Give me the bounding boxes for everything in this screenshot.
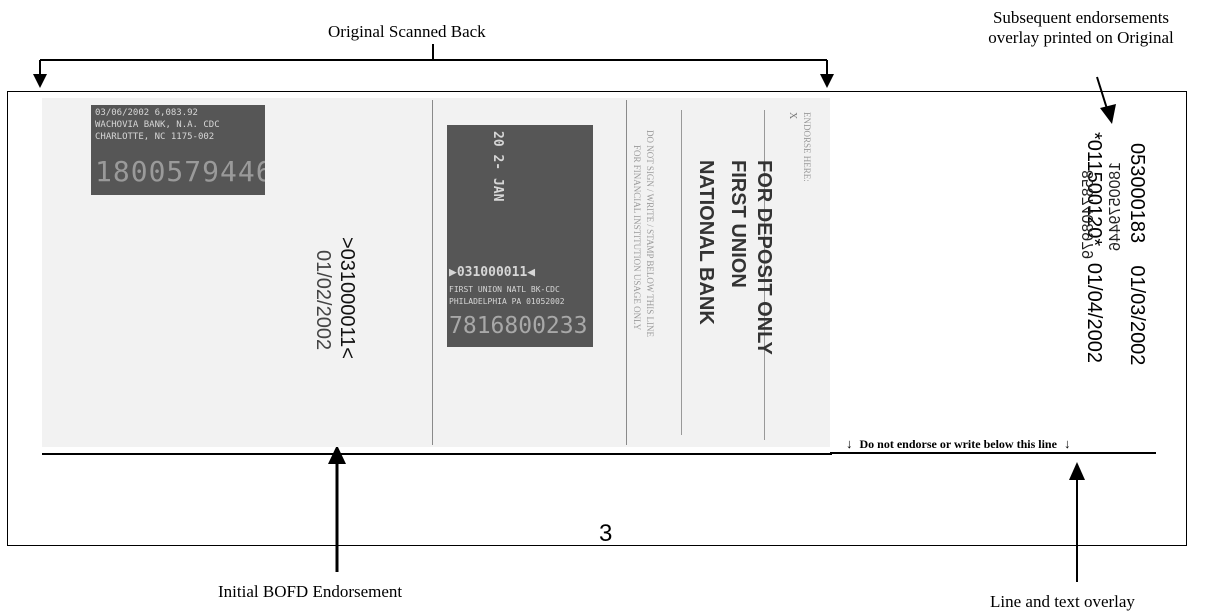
financial-institution-usage-text: FOR FINANCIAL INSTITUTION USAGE ONLY	[632, 145, 642, 331]
caption-initial-bofd: Initial BOFD Endorsement	[218, 582, 403, 601]
scan-divider-3	[681, 110, 682, 435]
stamp2-routing: ▶031000011◀	[449, 265, 536, 280]
endorse-here-label: ENDORSE HERE:	[802, 112, 812, 182]
overlay-endorse-line	[830, 452, 1156, 454]
stamp1-line1: 03/06/2002 6,083.92	[95, 108, 198, 118]
caption-subsequent-line2: overlay printed on Original	[988, 28, 1174, 47]
endorsement-first-union: FIRST UNION	[727, 160, 749, 288]
endorsement-national-bank: NATIONAL BANK	[695, 160, 717, 325]
down-arrow-icon: ↓	[846, 436, 853, 451]
scan-divider-1	[432, 100, 433, 445]
caption-subsequent-endorsements: Subsequent endorsements overlay printed …	[950, 8, 1212, 48]
bank-stamp-wachovia: 03/06/2002 6,083.92 WACHOVIA BANK, N.A. …	[91, 105, 265, 195]
scan-bottom-line	[42, 453, 832, 455]
caption-subsequent-line1: Subsequent endorsements	[992, 8, 1170, 27]
bank-stamp-first-union: 20 2- JAN ▶031000011◀ FIRST UNION NATL B…	[447, 125, 593, 347]
stamp-below-line-text: DO NOT SIGN / WRITE / STAMP BELOW THIS L…	[645, 130, 655, 338]
overlay-arrowhead	[1069, 462, 1085, 480]
caption-original-scanned-back: Original Scanned Back	[328, 22, 486, 41]
bofd-arrowhead	[328, 445, 346, 464]
subsequent-mirror-2: 8587408979	[1080, 170, 1097, 259]
subsequent-endorsement-1: 053000183 01/03/2002	[1126, 143, 1148, 366]
bofd-routing: >031000011<	[336, 237, 358, 359]
bracket-right-arrowhead	[820, 74, 834, 88]
subsequent-mirror-1: 1800579446	[1107, 162, 1124, 251]
subsequent-arrowhead	[1100, 104, 1116, 124]
stamp2-number: 7816800233	[449, 313, 588, 339]
stamp1-line3: CHARLOTTE, NC 1175-002	[95, 132, 215, 142]
stamp2-line3: PHILADELPHIA PA 01052002	[449, 297, 565, 306]
do-not-endorse-text: Do not endorse or write below this line	[859, 437, 1057, 451]
page-number: 3	[599, 520, 613, 547]
bracket-arrow	[39, 44, 828, 75]
down-arrow-icon: ↓	[1063, 436, 1071, 451]
caption-line-text-overlay: Line and text overlay	[990, 592, 1135, 611]
subsequent-arrow-line	[1096, 76, 1109, 113]
endorse-x-mark: X	[787, 112, 798, 120]
stamp1-number: 1800579446	[95, 155, 265, 188]
stamp2-line2: FIRST UNION NATL BK-CDC	[449, 285, 560, 294]
endorsement-for-deposit-only: FOR DEPOSIT ONLY	[753, 160, 775, 355]
stamp2-date: 20 2- JAN	[490, 131, 505, 202]
scan-divider-4	[764, 110, 765, 440]
stamp1-line2: WACHOVIA BANK, N.A. CDC	[95, 120, 220, 130]
bracket-left-arrowhead	[33, 74, 47, 88]
check-back-frame	[7, 91, 1187, 546]
bofd-date: 01/02/2002	[312, 250, 334, 351]
do-not-endorse-notice: ↓ Do not endorse or write below this lin…	[846, 436, 1070, 452]
scan-divider-2	[626, 100, 627, 445]
